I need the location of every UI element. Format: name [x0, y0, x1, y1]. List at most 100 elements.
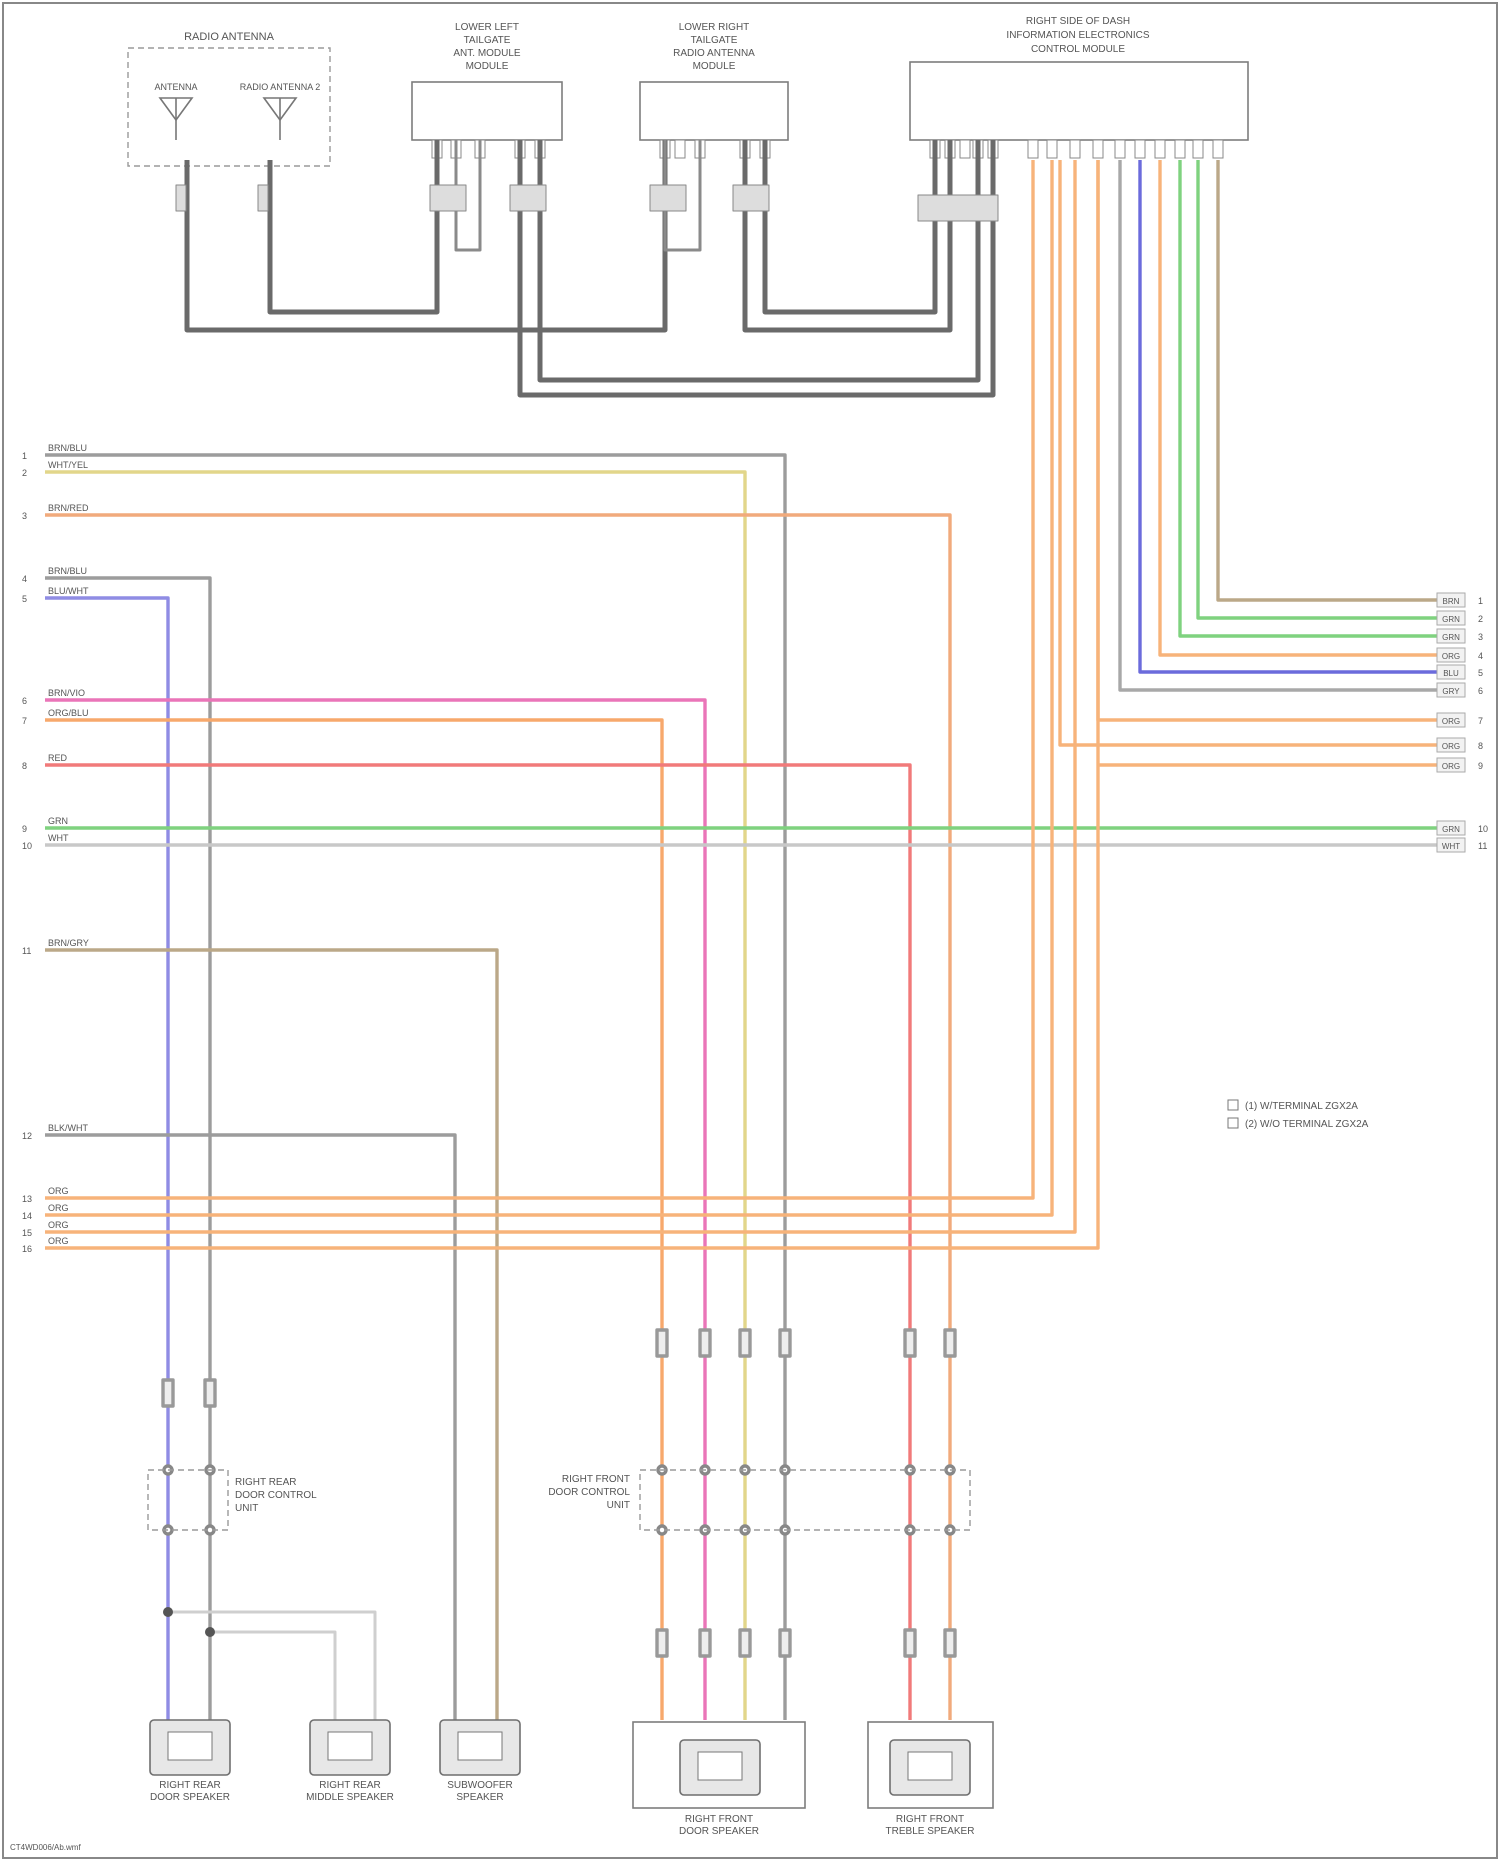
left-wire-label: WHT	[48, 833, 69, 843]
svg-text:SPEAKER: SPEAKER	[456, 1792, 503, 1803]
wire-grn-right	[1180, 160, 1455, 636]
legend-line-1: (1) W/TERMINAL ZGX2A	[1245, 1101, 1358, 1112]
wire-wht-yel	[45, 472, 745, 1720]
left-pin-number: 14	[22, 1211, 32, 1221]
left-wire-label: BLU/WHT	[48, 586, 89, 596]
left-wire-label: BRN/BLU	[48, 566, 87, 576]
right-wire-label: GRN	[1442, 633, 1460, 642]
right-wire-label: BLU	[1443, 669, 1459, 678]
wire-connector-stub	[945, 1330, 955, 1356]
right-pin-number: 7	[1478, 716, 1483, 726]
speaker-subwoofer: SUBWOOFER SPEAKER	[440, 1720, 520, 1803]
wire-connector-stub	[905, 1330, 915, 1356]
left-wire-label: BRN/RED	[48, 503, 89, 513]
right-pin-number: 1	[1478, 596, 1483, 606]
legend: (1) W/TERMINAL ZGX2A (2) W/O TERMINAL ZG…	[1228, 1100, 1369, 1130]
left-wire-label: BLK/WHT	[48, 1123, 89, 1133]
wire-connector-stub	[700, 1330, 710, 1356]
module-pin	[1093, 140, 1103, 158]
left-pin-number: 3	[22, 511, 27, 521]
right-pin-number: 3	[1478, 632, 1483, 642]
right-pin-number: 4	[1478, 651, 1483, 661]
left-wire-label: BRN/VIO	[48, 688, 85, 698]
svg-text:RADIO ANTENNA: RADIO ANTENNA	[673, 48, 755, 59]
wire-blu-right	[1140, 160, 1455, 672]
wire-grn-right	[1198, 160, 1455, 618]
wire-org	[45, 160, 1052, 1215]
wire-connector-stub	[740, 1630, 750, 1656]
right-pin-number: 11	[1478, 841, 1487, 851]
right-pin-number: 6	[1478, 686, 1483, 696]
diagram-border	[3, 3, 1497, 1858]
right-wire-label: WHT	[1442, 842, 1460, 851]
module-pin	[1115, 140, 1125, 158]
wire-connector-stub	[740, 1330, 750, 1356]
svg-text:UNIT: UNIT	[607, 1500, 630, 1511]
wire-org-right	[1160, 160, 1455, 655]
left-wire-label: WHT/YEL	[48, 460, 88, 470]
wire-connector-stub	[905, 1630, 915, 1656]
radio-antenna-module: RADIO ANTENNA ANTENNA RADIO ANTENNA 2	[128, 31, 330, 166]
right-wire-label: ORG	[1442, 742, 1460, 751]
svg-text:ANT. MODULE: ANT. MODULE	[453, 48, 521, 59]
wire-splice-middle	[168, 1612, 375, 1720]
svg-text:MIDDLE SPEAKER: MIDDLE SPEAKER	[306, 1792, 394, 1803]
svg-text:INFORMATION ELECTRONICS: INFORMATION ELECTRONICS	[1006, 30, 1149, 41]
left-wire-label: BRN/GRY	[48, 938, 89, 948]
svg-text:MODULE: MODULE	[693, 61, 736, 72]
right-wire-label: ORG	[1442, 717, 1460, 726]
svg-text:LOWER LEFT: LOWER LEFT	[455, 22, 519, 33]
left-pin-number: 4	[22, 574, 27, 584]
left-wire-label: RED	[48, 753, 68, 763]
svg-text:DOOR SPEAKER: DOOR SPEAKER	[150, 1792, 230, 1803]
left-pin-number: 1	[22, 451, 27, 461]
wire-connector-stub	[657, 1630, 667, 1656]
left-pin-number: 13	[22, 1194, 32, 1204]
module-pin	[1213, 140, 1223, 158]
front-door-control-unit-connector: RIGHT FRONT DOOR CONTROL UNIT	[548, 1470, 970, 1530]
left-pin-number: 6	[22, 696, 27, 706]
antenna-2-label: RADIO ANTENNA 2	[240, 82, 321, 92]
footer-reference: CT4WD006/Ab.wmf	[10, 1843, 81, 1852]
wire-connector-stub	[163, 1380, 173, 1406]
svg-text:CONTROL MODULE: CONTROL MODULE	[1031, 44, 1125, 55]
wire-connector-stub	[657, 1330, 667, 1356]
right-wire-label: GRN	[1442, 825, 1460, 834]
wire-org-blu	[45, 720, 662, 1720]
right-wire-label: BRN	[1443, 597, 1460, 606]
left-wire-label: ORG	[48, 1236, 69, 1246]
right-pin-number: 5	[1478, 668, 1483, 678]
speaker-right-rear-door: RIGHT REAR DOOR SPEAKER	[150, 1720, 230, 1803]
left-pin-number: 12	[22, 1131, 32, 1141]
antenna-cables	[176, 140, 998, 395]
wire-brn-right	[1218, 160, 1455, 600]
module-pin	[1028, 140, 1038, 158]
wire-brn-blu	[45, 578, 210, 1720]
module-pin	[1175, 140, 1185, 158]
svg-text:RIGHT FRONT: RIGHT FRONT	[896, 1814, 964, 1825]
left-wire-label: ORG	[48, 1220, 69, 1230]
left-pin-number: 16	[22, 1244, 32, 1254]
left-pin-number: 10	[22, 841, 32, 851]
svg-text:LOWER RIGHT: LOWER RIGHT	[679, 22, 750, 33]
left-wire-label: ORG	[48, 1203, 69, 1213]
module-pin	[1193, 140, 1203, 158]
wire-connector-stub	[945, 1630, 955, 1656]
svg-text:SUBWOOFER: SUBWOOFER	[447, 1780, 513, 1791]
right-pin-number: 8	[1478, 741, 1483, 751]
module-pin	[1135, 140, 1145, 158]
wire-gry-right	[1120, 160, 1455, 690]
rear-door-control-unit-connector: RIGHT REAR DOOR CONTROL UNIT	[148, 1470, 317, 1530]
svg-text:RIGHT SIDE OF DASH: RIGHT SIDE OF DASH	[1026, 16, 1130, 27]
svg-text:DOOR CONTROL: DOOR CONTROL	[548, 1487, 630, 1498]
wire-connector-stub	[205, 1380, 215, 1406]
left-pin-number: 8	[22, 761, 27, 771]
wire-connector-stub	[780, 1630, 790, 1656]
left-pin-number: 5	[22, 594, 27, 604]
radio-antenna-title: RADIO ANTENNA	[184, 31, 275, 43]
wire-red	[45, 765, 910, 1720]
svg-text:RIGHT REAR: RIGHT REAR	[319, 1780, 381, 1791]
left-connector-labels: 1BRN/BLU2WHT/YEL3BRN/RED4BRN/BLU5BLU/WHT…	[22, 443, 89, 1254]
module-pin-stubs	[432, 140, 1223, 158]
